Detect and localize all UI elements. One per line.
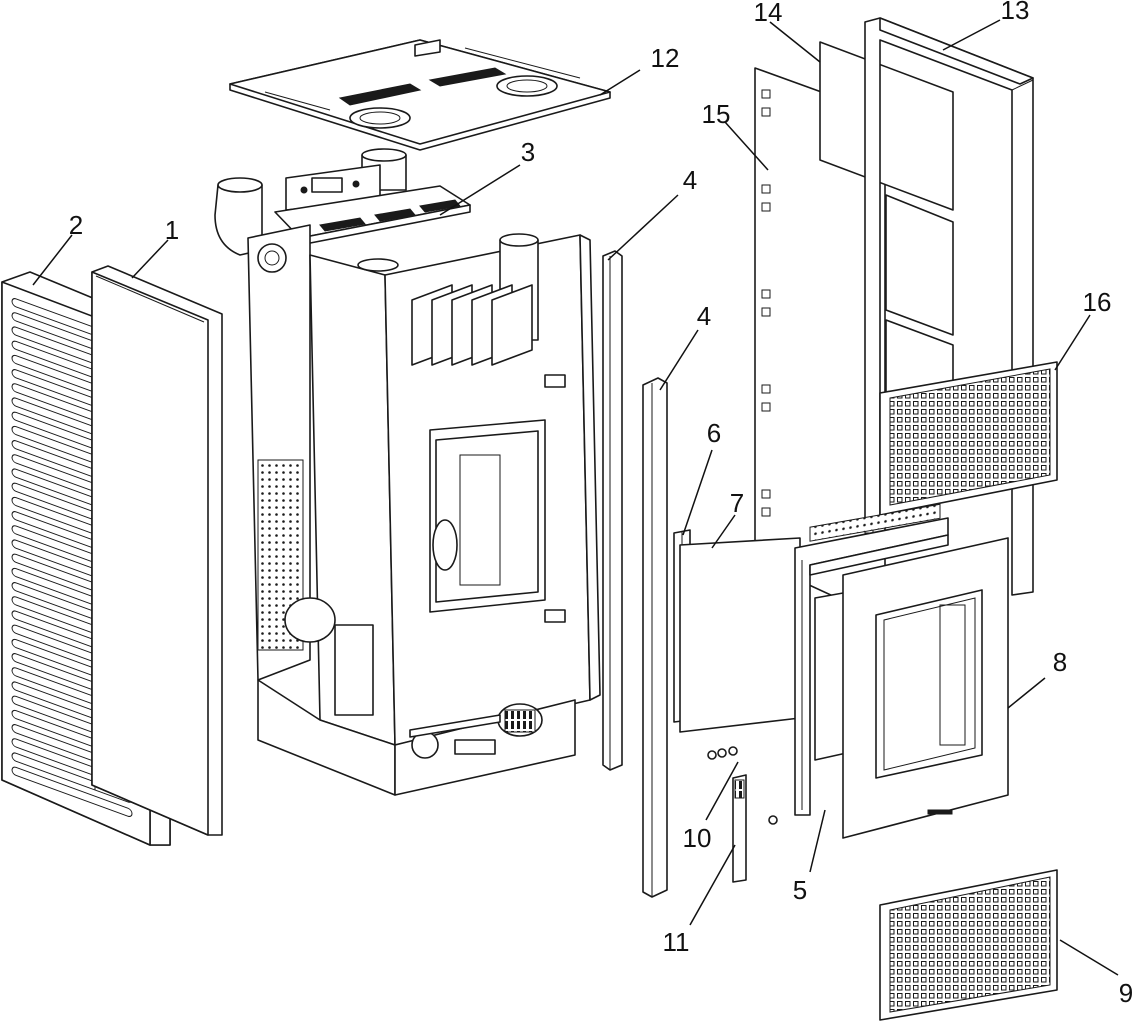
callout-4-rear: 4	[682, 165, 698, 195]
part-1-inner-side-sheet	[91, 265, 223, 836]
part-8-front-door	[842, 537, 1009, 839]
part-9-lower-grille	[879, 869, 1058, 1021]
part-7-glass	[679, 537, 801, 733]
panel-slot	[761, 202, 771, 212]
callout-11: 11	[662, 927, 690, 957]
panel-slot	[761, 307, 771, 317]
panel-slot	[761, 184, 771, 194]
callout-15: 15	[701, 99, 731, 129]
panel-slot	[761, 402, 771, 412]
panel-slot	[761, 289, 771, 299]
part-10-screws	[707, 746, 778, 825]
callout-9: 9	[1118, 978, 1133, 1008]
part-14-insulation-sheets	[819, 41, 954, 461]
part-11-handle	[732, 774, 747, 883]
callout-3: 3	[520, 137, 536, 167]
part-16-grille	[879, 361, 1058, 516]
callout-5: 5	[792, 875, 808, 905]
callout-7: 7	[729, 488, 745, 518]
callout-4-front: 4	[696, 301, 712, 331]
callout-8: 8	[1052, 647, 1068, 677]
part-4-front-strip	[642, 377, 668, 898]
panel-slot	[761, 489, 771, 499]
louver-slot	[11, 766, 133, 817]
callout-1: 1	[164, 215, 180, 245]
callout-10: 10	[682, 823, 712, 853]
callout-14: 14	[753, 0, 783, 27]
leader-lines	[32, 19, 1119, 976]
callout-12: 12	[650, 43, 680, 73]
part-12-top-plate	[229, 39, 611, 151]
heat-exchanger-fin	[491, 284, 533, 366]
callout-16: 16	[1082, 287, 1112, 317]
callout-13: 13	[1000, 0, 1030, 25]
part-4-rear-strip	[602, 250, 623, 771]
panel-slot	[761, 107, 771, 117]
callout-6: 6	[706, 418, 722, 448]
panel-slot	[761, 384, 771, 394]
panel-slot	[761, 89, 771, 99]
panel-slot	[761, 507, 771, 517]
callout-2: 2	[68, 210, 84, 240]
stove-body	[214, 148, 601, 796]
